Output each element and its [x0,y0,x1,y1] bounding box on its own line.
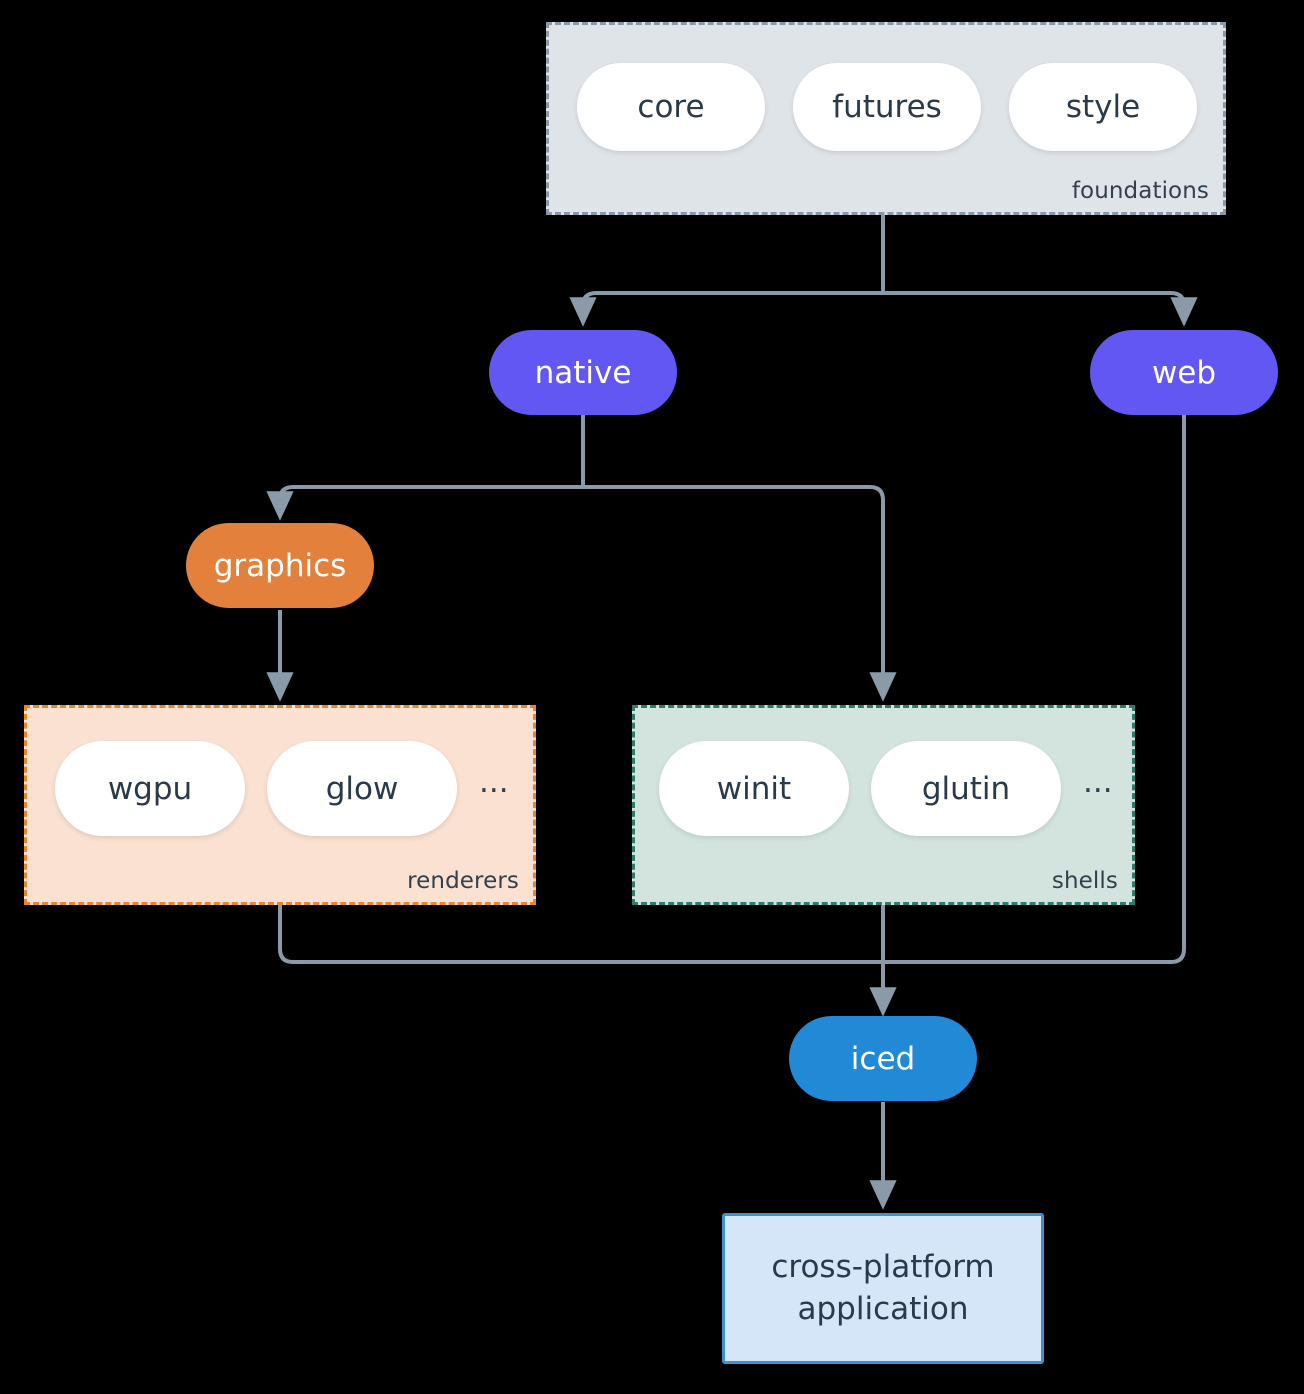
group-foundations: core futures style foundations [546,22,1226,215]
pill-style[interactable]: style [1009,63,1197,151]
pill-glow[interactable]: glow [267,741,457,836]
node-graphics[interactable]: graphics [186,523,374,608]
pill-label: winit [716,770,792,807]
node-native[interactable]: native [489,330,677,415]
edge-native-graphics [266,485,583,521]
pill-label: wgpu [107,770,193,807]
node-label: web [1151,354,1217,391]
shells-ellipsis: ... [1083,764,1113,800]
pill-label: glow [325,770,399,807]
renderers-ellipsis: ... [479,764,509,800]
node-application[interactable]: cross-platform application [722,1213,1044,1364]
node-label: iced [850,1040,916,1077]
edge-foundations-web [883,291,1198,327]
node-iced[interactable]: iced [789,1016,977,1101]
application-label-line1: cross-platform [771,1248,995,1285]
edge-renderers-iced [278,905,883,964]
foundations-items: core futures style [577,63,1197,151]
pill-futures[interactable]: futures [793,63,981,151]
pill-wgpu[interactable]: wgpu [55,741,245,836]
pill-label: core [637,89,705,125]
application-label-line2: application [797,1290,969,1327]
pill-label: glutin [921,770,1011,807]
pill-label: style [1065,89,1141,125]
edge-native-shells [583,485,897,702]
renderers-items: wgpu glow ... [55,741,509,836]
shells-items: winit glutin ... [659,741,1113,836]
pill-label: futures [832,89,942,125]
group-renderers: wgpu glow ... renderers [24,705,536,905]
group-label-shells: shells [1051,868,1118,894]
pill-glutin[interactable]: glutin [871,741,1061,836]
edge-foundations-native [569,291,883,327]
group-shells: winit glutin ... shells [632,705,1135,905]
group-label-foundations: foundations [1071,178,1209,204]
group-label-renderers: renderers [407,868,519,894]
node-web[interactable]: web [1090,330,1278,415]
node-label: native [534,354,632,391]
pill-core[interactable]: core [577,63,765,151]
pill-winit[interactable]: winit [659,741,849,836]
node-label: graphics [213,547,347,584]
